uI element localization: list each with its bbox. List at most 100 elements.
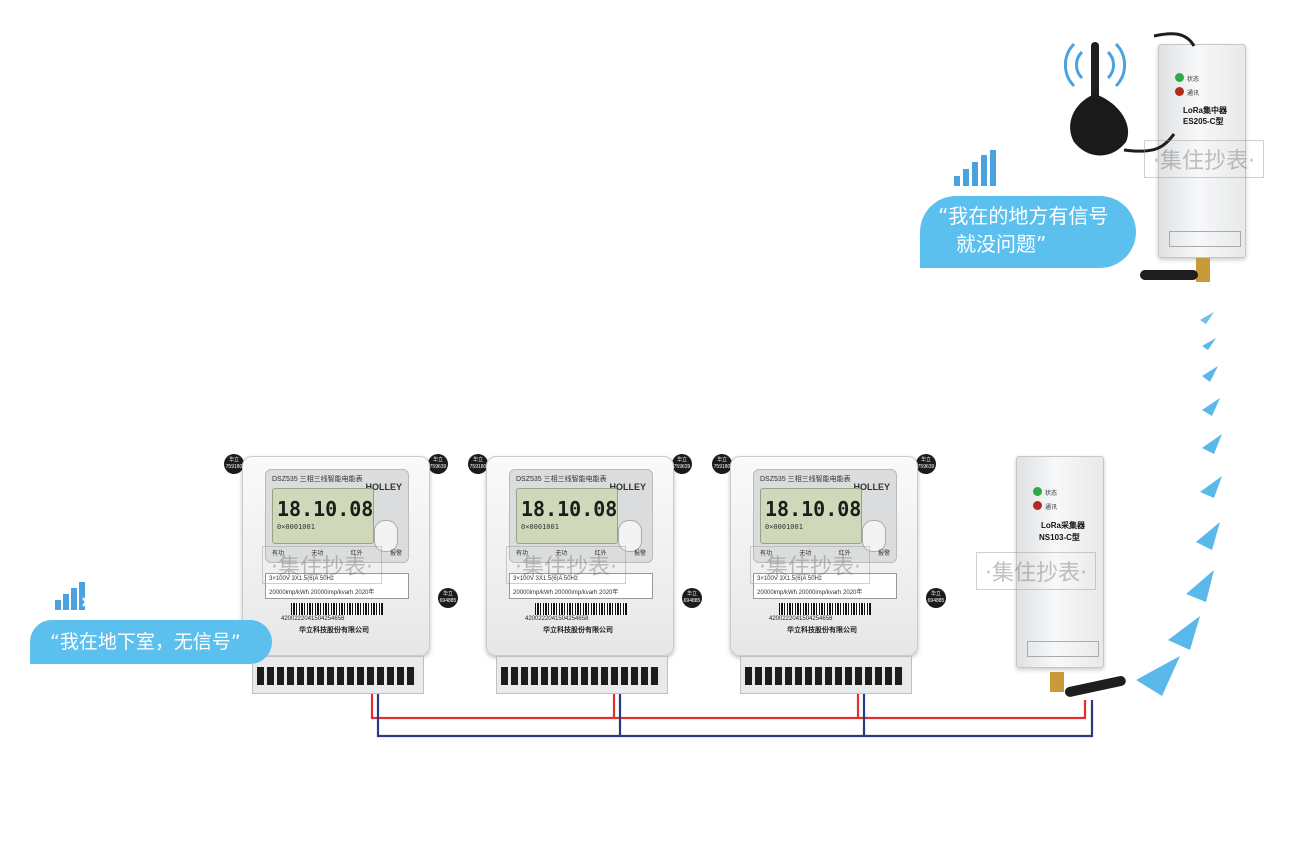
btn-label: 报警 <box>877 551 890 557</box>
barcode-number: 4200222041504254658 <box>525 616 589 622</box>
meter-front-panel: DSZ535 三相三线智能电能表 HOLLEY 18.10.08 0×00010… <box>265 469 409 563</box>
arrow-icon <box>1200 476 1222 498</box>
meter-knob <box>374 520 398 552</box>
meter-button-labels: 有功 无功 红外 报警 <box>760 548 890 557</box>
btn-label: 红外 <box>350 551 363 557</box>
lcd-code: 0×0001001 <box>277 523 315 531</box>
watermark: ·集住抄表· <box>262 546 382 584</box>
arrow-icon <box>1202 338 1216 350</box>
arrow-icon <box>1136 656 1180 696</box>
comm-led-icon <box>1033 501 1042 510</box>
barcode-number: 4200222041504254658 <box>281 616 345 622</box>
arrow-icon <box>1202 366 1218 382</box>
arrow-icon <box>1168 616 1200 650</box>
device-model: ES205-C型 <box>1183 117 1224 126</box>
meter-knob <box>618 520 642 552</box>
meter-spec-plate: 3×100V 3X1.5(6)A 50Hz 20000imp/kWh 20000… <box>265 573 409 599</box>
device-name: LoRa采集器 <box>1041 521 1085 530</box>
terminal-block <box>252 656 424 694</box>
btn-label: 红外 <box>594 551 607 557</box>
lcd-digits: 18.10.08 <box>765 497 862 521</box>
spec-row: 20000imp/kWh 20000imp/kvarh 2020年 <box>269 590 375 596</box>
energy-meter-1: 华立 759180 华立 759639 DSZ535 三相三线智能电能表 HOL… <box>224 448 458 696</box>
meter-company: 华立科技股份有限公司 <box>787 627 857 634</box>
meter-spec-plate: 3×100V 3X1.5(6)A 50Hz 20000imp/kWh 20000… <box>753 573 897 599</box>
lcd-digits: 18.10.08 <box>521 497 618 521</box>
spec-row: 3×100V 3X1.5(6)A 50Hz <box>269 576 334 582</box>
terminal-block <box>496 656 668 694</box>
meter-body: DSZ535 三相三线智能电能表 HOLLEY 18.10.08 0×00010… <box>730 456 918 656</box>
meter-lcd: 18.10.08 0×0001001 <box>272 488 374 544</box>
seal-right: 华立 759639 <box>428 454 448 474</box>
spec-row: 20000imp/kWh 20000imp/kvarh 2020年 <box>757 590 863 596</box>
meter-brand: HOLLEY <box>365 482 402 492</box>
meter-model: DSZ535 三相三线智能电能表 <box>760 476 851 483</box>
barcode <box>291 603 383 615</box>
meter-body: DSZ535 三相三线智能电能表 HOLLEY 18.10.08 0×00010… <box>486 456 674 656</box>
spec-row: 20000imp/kWh 20000imp/kvarh 2020年 <box>513 590 619 596</box>
device-foot-panel <box>1169 231 1241 247</box>
meter-front-panel: DSZ535 三相三线智能电能表 HOLLEY 18.10.08 0×00010… <box>753 469 897 563</box>
bubble-text-line1: “我在的地方有信号 <box>938 204 1109 228</box>
seal-side: 华立 694885 <box>682 588 702 608</box>
meter-company: 华立科技股份有限公司 <box>543 627 613 634</box>
arrow-icon <box>1186 570 1214 602</box>
led-label: 通讯 <box>1045 505 1058 511</box>
watermark: ·集住抄表· <box>506 546 626 584</box>
device-foot-panel <box>1027 641 1099 657</box>
seal-left: 华立 759180 <box>712 454 732 474</box>
signal-none-icon <box>55 580 91 610</box>
comm-led-icon <box>1175 87 1184 96</box>
barcode <box>779 603 871 615</box>
btn-label: 无功 <box>555 551 568 557</box>
speech-bubble-no-signal: “我在地下室，无信号” <box>30 620 272 664</box>
energy-meter-3: 华立 759180 华立 759639 DSZ535 三相三线智能电能表 HOL… <box>712 448 946 696</box>
meter-model: DSZ535 三相三线智能电能表 <box>272 476 363 483</box>
btn-label: 有功 <box>760 551 773 557</box>
suction-antenna-icon <box>1063 32 1196 156</box>
seal-left: 华立 759180 <box>224 454 244 474</box>
led-label: 状态 <box>1187 77 1200 83</box>
arrow-icon <box>1202 434 1222 454</box>
meter-knob <box>862 520 886 552</box>
arrow-icon <box>1202 398 1220 416</box>
meter-button-labels: 有功 无功 红外 报警 <box>516 548 646 557</box>
signal-strong-icon <box>954 150 996 186</box>
seal-side: 华立 694885 <box>438 588 458 608</box>
arrow-icon <box>1196 522 1220 550</box>
btn-label: 报警 <box>633 551 646 557</box>
btn-label: 无功 <box>799 551 812 557</box>
terminal-block <box>740 656 912 694</box>
seal-left: 华立 759180 <box>468 454 488 474</box>
btn-label: 有功 <box>272 551 285 557</box>
concentrator-antenna-icon <box>1140 258 1210 282</box>
meter-body: DSZ535 三相三线智能电能表 HOLLEY 18.10.08 0×00010… <box>242 456 430 656</box>
watermark: ·集住抄表· <box>976 552 1096 590</box>
lcd-code: 0×0001001 <box>521 523 559 531</box>
meter-model: DSZ535 三相三线智能电能表 <box>516 476 607 483</box>
btn-label: 无功 <box>311 551 324 557</box>
seal-right: 华立 759639 <box>916 454 936 474</box>
device-name: LoRa集中器 <box>1183 106 1227 115</box>
lora-collector: 状态 通讯 LoRa采集器 NS103-C型 <box>1016 456 1104 668</box>
spec-row: 3×100V 3X1.5(6)A 50Hz <box>513 576 578 582</box>
meter-button-labels: 有功 无功 红外 报警 <box>272 548 402 557</box>
btn-label: 报警 <box>389 551 402 557</box>
device-model: NS103-C型 <box>1039 533 1080 542</box>
meter-spec-plate: 3×100V 3X1.5(6)A 50Hz 20000imp/kWh 20000… <box>509 573 653 599</box>
spec-row: 3×100V 3X1.5(6)A 50Hz <box>757 576 822 582</box>
btn-label: 红外 <box>838 551 851 557</box>
energy-meter-2: 华立 759180 华立 759639 DSZ535 三相三线智能电能表 HOL… <box>468 448 702 696</box>
meter-lcd: 18.10.08 0×0001001 <box>760 488 862 544</box>
btn-label: 有功 <box>516 551 529 557</box>
wireless-transmission-arrows <box>1136 312 1222 696</box>
bubble-text-line2: 就没问题” <box>956 232 1047 256</box>
barcode-number: 4200222041504254658 <box>769 616 833 622</box>
led-label: 状态 <box>1045 491 1058 497</box>
blue-wire <box>376 664 1094 738</box>
collector-antenna-icon <box>1050 672 1126 697</box>
meter-brand: HOLLEY <box>853 482 890 492</box>
lcd-code: 0×0001001 <box>765 523 803 531</box>
lcd-digits: 18.10.08 <box>277 497 374 521</box>
meter-front-panel: DSZ535 三相三线智能电能表 HOLLEY 18.10.08 0×00010… <box>509 469 653 563</box>
